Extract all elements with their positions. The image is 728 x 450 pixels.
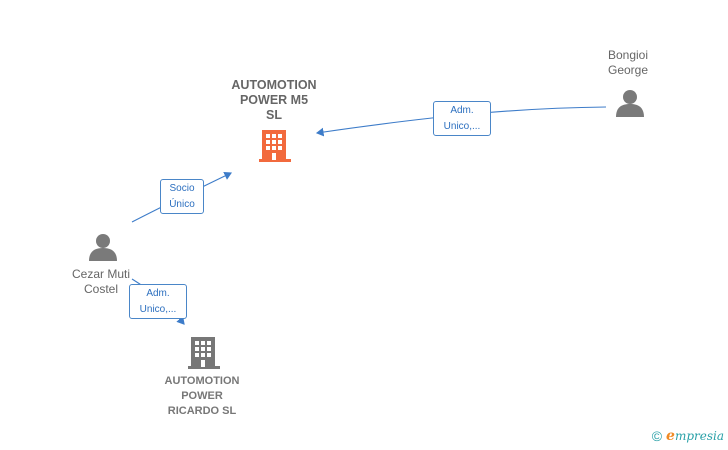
node-ricardo-label[interactable]: AUTOMOTION POWER RICARDO SL: [164, 375, 240, 417]
building-icon[interactable]: [259, 127, 293, 163]
node-main-company-label[interactable]: AUTOMOTION POWER M5 SL: [231, 78, 317, 122]
person-icon[interactable]: [615, 89, 645, 117]
node-bongioi-label[interactable]: Bongioi George: [607, 48, 649, 77]
building-icon[interactable]: [188, 334, 222, 370]
copyright-symbol: ©: [651, 428, 663, 444]
edge-label-cezar-to-main[interactable]: Socio Único: [160, 179, 204, 214]
node-cezar-label[interactable]: Cezar Muti Costel: [71, 267, 130, 296]
empresia-logo[interactable]: empresia: [666, 428, 724, 444]
person-icon[interactable]: [88, 233, 118, 261]
edge-label-cezar-to-ricardo[interactable]: Adm. Unico,...: [129, 284, 187, 319]
edge-label-bongioi-to-main[interactable]: Adm. Unico,...: [433, 101, 491, 136]
brand-footer: © empresia: [652, 428, 724, 444]
